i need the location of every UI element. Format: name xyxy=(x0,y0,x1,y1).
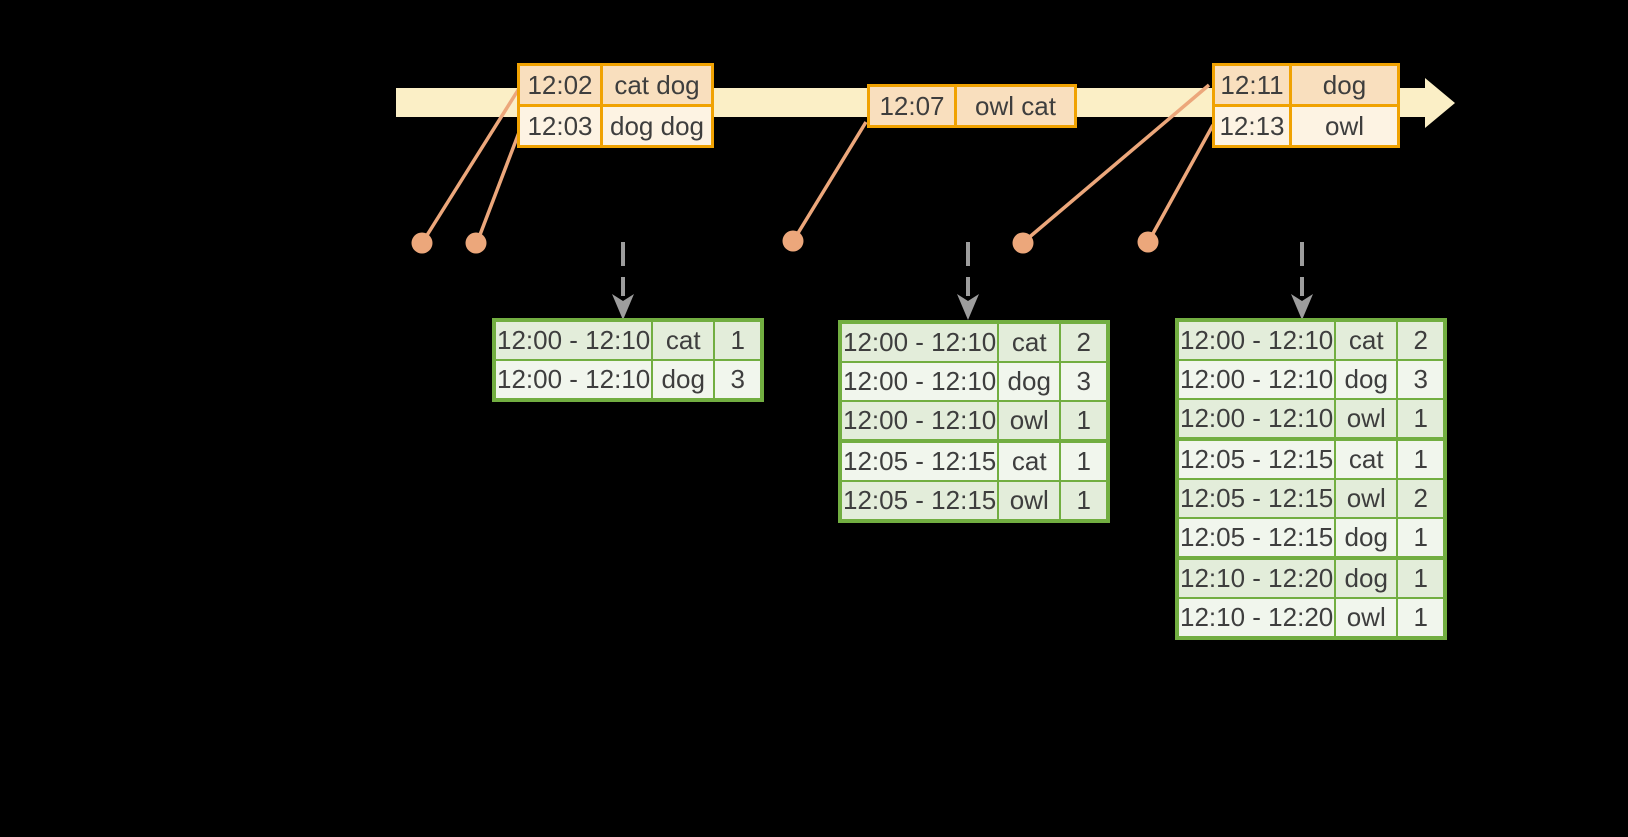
window-cell: 12:00 - 12:10 xyxy=(492,319,654,361)
word-cell: dog xyxy=(1334,556,1399,599)
word-cell: cat xyxy=(1334,437,1399,480)
words-cell: dog xyxy=(1289,63,1400,107)
count-cell: 1 xyxy=(1396,556,1447,599)
word-cell: owl xyxy=(1334,478,1399,519)
event-connector-line xyxy=(476,121,525,241)
event-connector-line xyxy=(422,86,522,241)
window-cell: 12:05 - 12:15 xyxy=(1175,517,1337,559)
trigger-arrowhead-icon xyxy=(1291,294,1313,320)
count-cell: 3 xyxy=(713,359,764,401)
window-cell: 12:00 - 12:10 xyxy=(492,359,654,401)
count-cell: 1 xyxy=(1396,597,1447,639)
word-cell: owl xyxy=(1334,398,1399,440)
word-cell: owl xyxy=(997,400,1062,442)
count-cell: 1 xyxy=(713,319,764,361)
window-cell: 12:00 - 12:10 xyxy=(838,361,1000,402)
event-time-dot xyxy=(782,230,804,252)
word-cell: dog xyxy=(1334,359,1399,400)
event-time-dot xyxy=(465,232,487,254)
window-cell: 12:00 - 12:10 xyxy=(1175,398,1337,440)
window-cell: 12:00 - 12:10 xyxy=(838,400,1000,442)
event-time-dot xyxy=(1137,231,1159,253)
word-cell: cat xyxy=(1334,319,1399,361)
time-cell: 12:13 xyxy=(1212,104,1292,148)
count-cell: 2 xyxy=(1396,478,1447,519)
word-cell: owl xyxy=(997,480,1062,522)
count-cell: 1 xyxy=(1396,398,1447,440)
word-cell: cat xyxy=(997,321,1062,363)
word-cell: dog xyxy=(997,361,1062,402)
window-cell: 12:10 - 12:20 xyxy=(1175,597,1337,639)
words-cell: owl xyxy=(1289,104,1400,148)
count-cell: 1 xyxy=(1059,480,1110,522)
count-cell: 1 xyxy=(1059,400,1110,442)
word-cell: dog xyxy=(651,359,716,401)
time-cell: 12:03 xyxy=(517,104,603,148)
time-cell: 12:07 xyxy=(867,84,957,128)
event-connector-line xyxy=(1148,124,1215,240)
count-cell: 1 xyxy=(1059,439,1110,482)
count-cell: 1 xyxy=(1396,437,1447,480)
event-time-dot xyxy=(1012,232,1034,254)
window-cell: 12:05 - 12:15 xyxy=(1175,478,1337,519)
count-cell: 1 xyxy=(1396,517,1447,559)
event-connector-line xyxy=(793,121,868,239)
word-cell: cat xyxy=(651,319,716,361)
window-cell: 12:10 - 12:20 xyxy=(1175,556,1337,599)
words-cell: cat dog xyxy=(600,63,714,107)
window-cell: 12:05 - 12:15 xyxy=(838,480,1000,522)
timeline-arrowhead-icon xyxy=(1425,78,1455,128)
time-cell: 12:11 xyxy=(1212,63,1292,107)
count-cell: 2 xyxy=(1059,321,1110,363)
word-cell: owl xyxy=(1334,597,1399,639)
window-cell: 12:00 - 12:10 xyxy=(1175,359,1337,400)
event-time-dot xyxy=(411,232,433,254)
word-cell: cat xyxy=(997,439,1062,482)
word-cell: dog xyxy=(1334,517,1399,559)
count-cell: 3 xyxy=(1059,361,1110,402)
time-cell: 12:02 xyxy=(517,63,603,107)
trigger-arrowhead-icon xyxy=(612,294,634,320)
count-cell: 3 xyxy=(1396,359,1447,400)
window-cell: 12:05 - 12:15 xyxy=(1175,437,1337,480)
window-cell: 12:00 - 12:10 xyxy=(1175,319,1337,361)
trigger-arrowhead-icon xyxy=(957,294,979,320)
window-cell: 12:05 - 12:15 xyxy=(838,439,1000,482)
window-cell: 12:00 - 12:10 xyxy=(838,321,1000,363)
event-connector-line xyxy=(1024,83,1211,242)
words-cell: dog dog xyxy=(600,104,714,148)
words-cell: owl cat xyxy=(954,84,1077,128)
count-cell: 2 xyxy=(1396,319,1447,361)
